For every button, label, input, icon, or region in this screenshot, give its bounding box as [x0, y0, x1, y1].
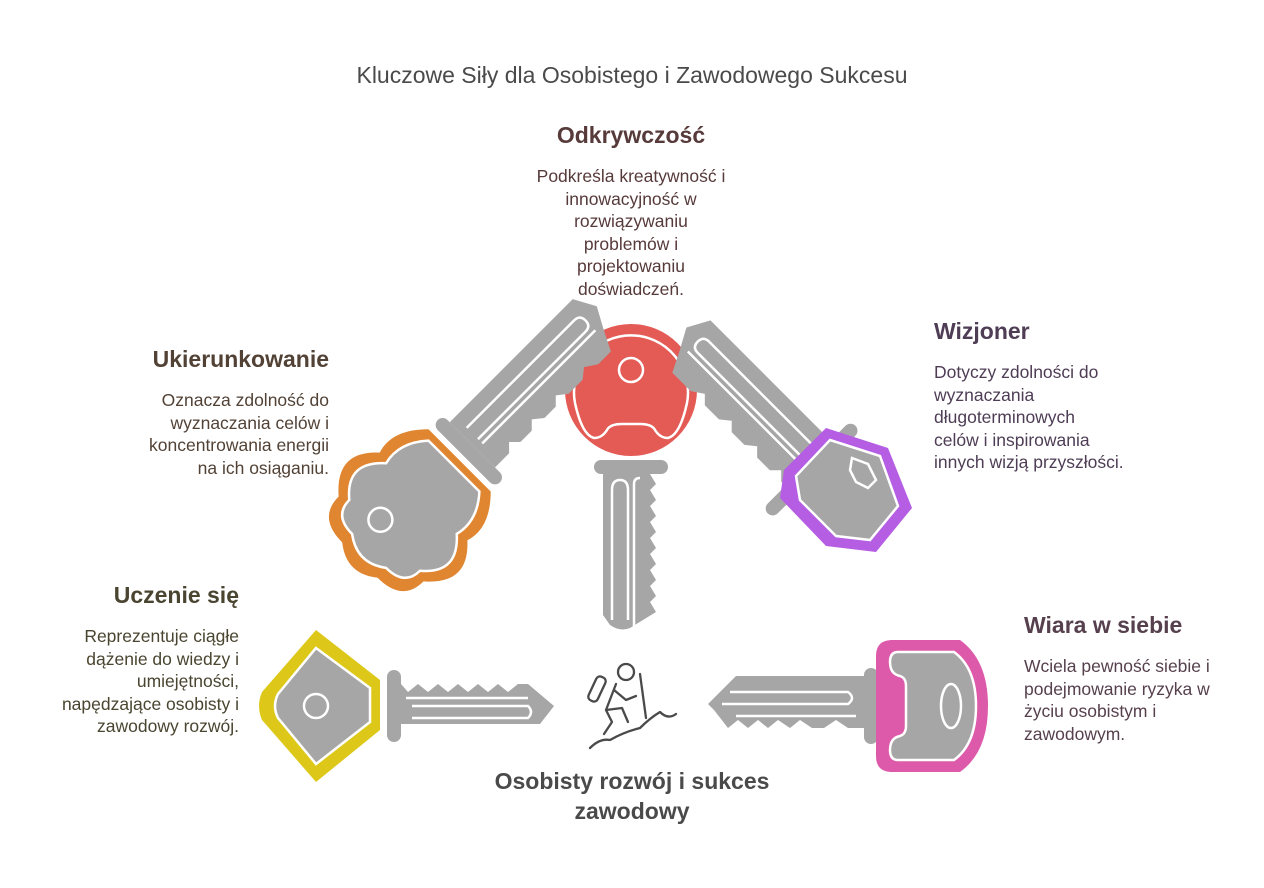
description-line: podejmowanie ryzyka w: [1024, 678, 1210, 699]
key-collar: [594, 460, 668, 474]
description-line: innowacyjność w: [565, 188, 697, 209]
key-heading: Ukierunkowanie: [152, 346, 329, 372]
hub-label: Osobisty rozwój i sukces zawodowy: [494, 768, 770, 824]
key-groove: [481, 329, 597, 445]
description-line: wyznaczania celów i: [170, 412, 329, 433]
key-groove: [722, 690, 854, 706]
key-groove: [412, 704, 533, 720]
key-heading: Uczenie się: [113, 582, 239, 608]
description-line: zawodowym.: [1024, 723, 1126, 744]
key-groove: [686, 350, 809, 473]
key-collar: [864, 668, 878, 744]
description-line: Reprezentuje ciągłe: [84, 626, 239, 646]
description-line: problemów i: [583, 233, 679, 254]
description-line: napędzające osobisty i: [61, 693, 239, 714]
keyhole-ring-icon: [848, 456, 878, 490]
key-head-outline: [888, 650, 978, 762]
description-line: długoterminowych: [934, 407, 1076, 427]
key-collar: [387, 670, 401, 742]
description-line: celów i inspirowania: [934, 429, 1090, 450]
diagram-title: Kluczowe Siły dla Osobistego i Zawodoweg…: [356, 62, 908, 88]
key-head-outline: [794, 438, 900, 542]
key-groove: [610, 478, 630, 620]
description-line: koncentrowania energii: [149, 435, 329, 455]
description-line: Oznacza zdolność do: [161, 390, 329, 410]
key-wiara: [708, 640, 988, 772]
key-blade: [401, 684, 554, 724]
description-line: projektowaniu: [577, 256, 685, 276]
keyhole-ring-icon: [617, 356, 645, 384]
key-groove: [632, 476, 641, 626]
description-line: doświadczeń.: [577, 278, 685, 299]
key-heading: Wiara w siebie: [1024, 612, 1183, 638]
description-line: wyznaczania: [934, 384, 1035, 405]
keyhole-ring-icon: [939, 682, 963, 730]
key-heading: Odkrywczość: [556, 122, 706, 148]
key-uczenie: [259, 630, 554, 782]
description-line: Dotyczy zdolności do: [934, 362, 1099, 382]
hiker-climbing-icon: [587, 662, 678, 750]
description-line: zawodowy rozwój.: [97, 716, 239, 736]
description-line: Podkreśla kreatywność i: [536, 166, 726, 186]
key-head-outline: [340, 439, 481, 580]
description-line: życiu osobistym i: [1024, 701, 1157, 721]
key-heading: Wizjoner: [934, 318, 1030, 344]
keyhole-ring-icon: [302, 692, 330, 720]
description-line: rozwiązywaniu: [574, 211, 688, 231]
key-groove: [693, 337, 825, 469]
key-head-outline: [273, 646, 372, 766]
description-line: na ich osiąganiu.: [197, 457, 329, 478]
key-head-outline: [572, 334, 690, 440]
key-ukierunkowanie: [328, 299, 611, 592]
key-blade: [603, 474, 656, 630]
description-line: innych wizją przyszłości.: [934, 452, 1124, 472]
key-groove: [465, 316, 590, 441]
description-line: dążenie do wiedzy i: [86, 648, 239, 669]
description-line: umiejętności,: [136, 671, 239, 691]
keyhole-ring-icon: [367, 506, 394, 534]
key-collar: [435, 418, 502, 485]
key-blade: [708, 676, 864, 728]
description-line: Wciela pewność siebie i: [1024, 656, 1210, 676]
